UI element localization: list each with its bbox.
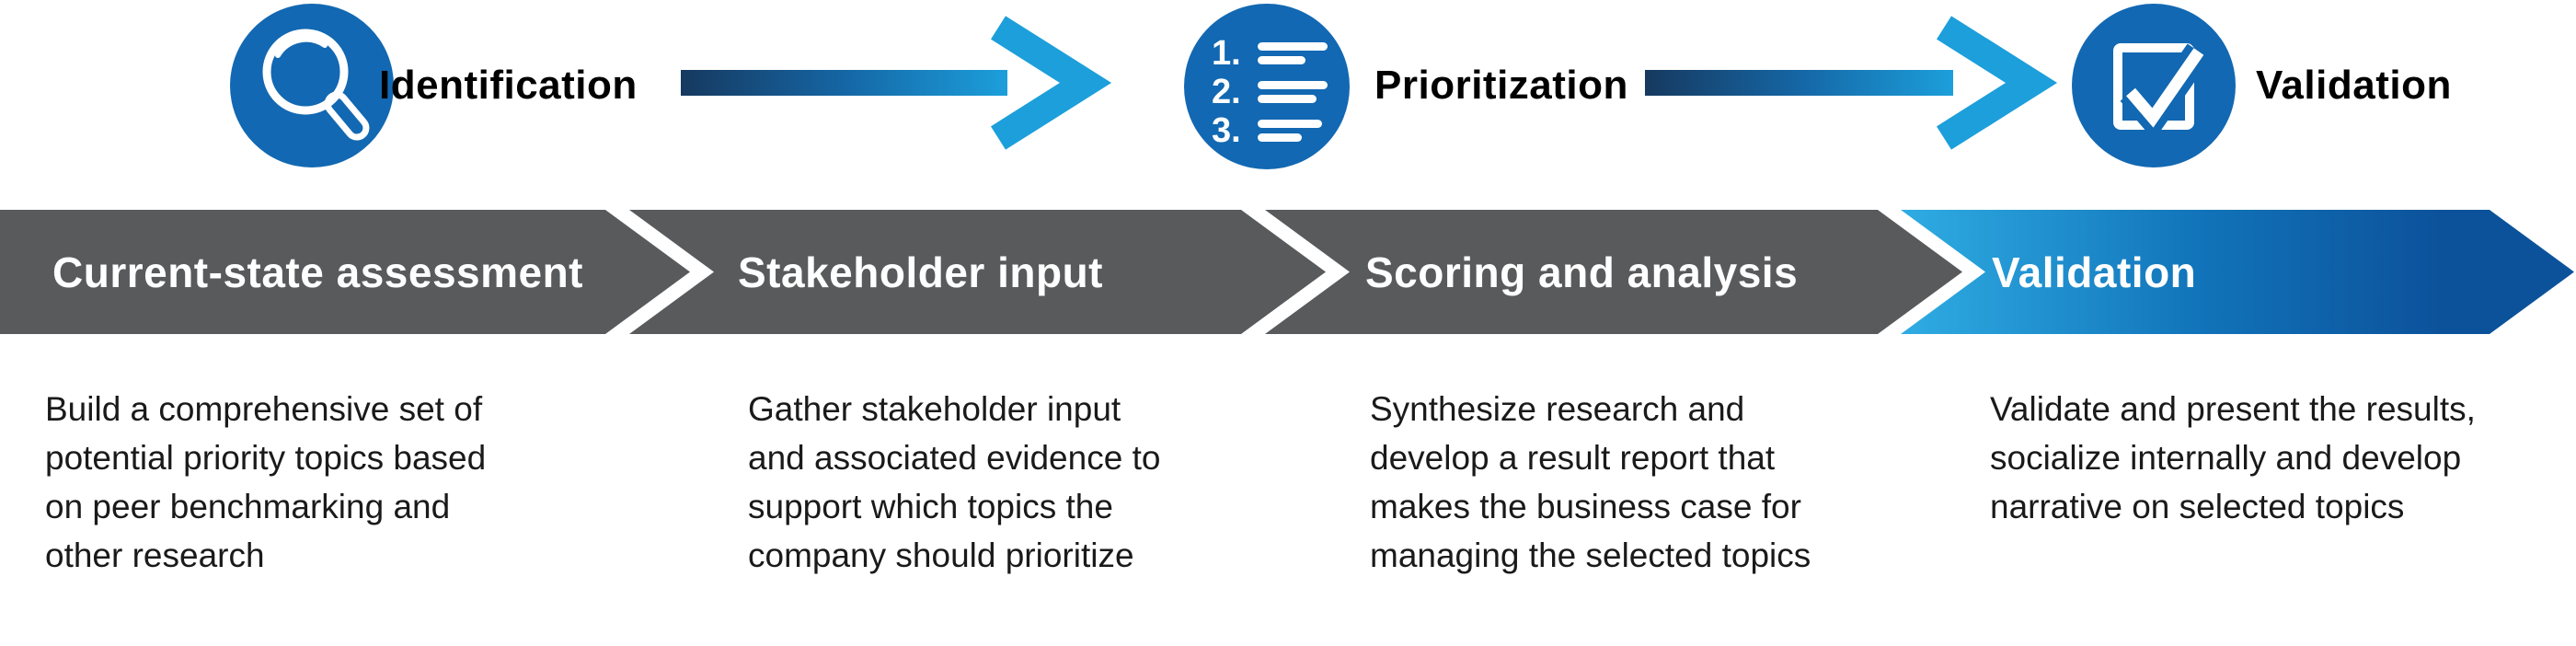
list-number-3: 3. bbox=[1212, 111, 1241, 150]
phase-title: Validation bbox=[1992, 248, 2197, 296]
step-label-identification: Identification bbox=[379, 63, 638, 108]
flow-arrow-icon bbox=[1645, 16, 2058, 150]
magnifier-icon bbox=[262, 29, 370, 141]
checkbox-icon bbox=[2113, 43, 2211, 141]
phase-title: Scoring and analysis bbox=[1365, 248, 1799, 296]
lens-highlight bbox=[275, 36, 328, 58]
phase-banner-current-state-assessment: Current-state assessment bbox=[0, 210, 690, 334]
phase-description: Gather stakeholder input and associated … bbox=[748, 390, 1161, 574]
list-number-2: 2. bbox=[1212, 73, 1241, 111]
phase-title: Stakeholder input bbox=[738, 248, 1103, 296]
list-number-1: 1. bbox=[1212, 34, 1241, 73]
numbered-list-icon: 1. 2. 3. bbox=[1212, 34, 1328, 150]
flow-arrow-icon bbox=[681, 16, 1112, 150]
phase-description: Synthesize research and develop a result… bbox=[1370, 390, 1811, 574]
phase-banner-stakeholder-input: Stakeholder input bbox=[629, 210, 1326, 334]
phase-banner-validation: Validation bbox=[1901, 210, 2574, 334]
magnifier-handle bbox=[324, 91, 370, 141]
phase-banner-scoring-and-analysis: Scoring and analysis bbox=[1265, 210, 1962, 334]
phase-title: Current-state assessment bbox=[52, 248, 584, 296]
step-label-prioritization: Prioritization bbox=[1374, 63, 1628, 108]
phase-description: Validate and present the results, social… bbox=[1990, 390, 2476, 525]
phase-description: Build a comprehensive set of potential p… bbox=[45, 390, 487, 574]
prioritization-step-circle: 1. 2. 3. bbox=[1184, 4, 1350, 169]
validation-step-circle bbox=[2072, 4, 2236, 167]
checkmark bbox=[2126, 48, 2204, 128]
identification-step-circle bbox=[230, 4, 394, 167]
step-label-validation: Validation bbox=[2256, 63, 2452, 108]
